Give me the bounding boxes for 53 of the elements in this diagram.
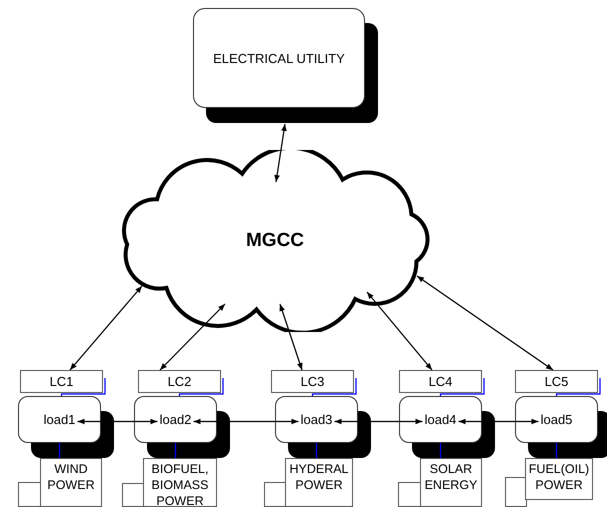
arrow: [279, 304, 303, 370]
node-label: LC1: [50, 374, 74, 389]
source-box: [420, 458, 482, 507]
node-label: load5: [540, 412, 572, 427]
node-label: SOLAR ENERGY: [424, 461, 478, 493]
connector-line: [556, 443, 558, 458]
connector-line: [440, 378, 485, 396]
arrow: [274, 124, 287, 182]
load-box: [399, 396, 482, 443]
node-label: LC4: [428, 374, 452, 389]
cloud-label: MGCC: [246, 230, 304, 252]
node-label: BIOFUEL, BIOMASS POWER: [150, 461, 210, 507]
arrow: [458, 418, 538, 424]
source-box: [525, 458, 593, 500]
connector-line: [316, 443, 318, 458]
node-label: LC2: [168, 374, 192, 389]
node-label: load4: [424, 412, 456, 427]
arrow: [334, 418, 422, 424]
connector-line: [440, 443, 442, 458]
node-label: HYDERAL POWER: [288, 461, 350, 493]
load-box: [134, 396, 217, 443]
load-box: [515, 396, 598, 443]
controller-box: [271, 370, 354, 393]
node-label: WIND POWER: [46, 461, 96, 493]
load-box: [18, 396, 101, 443]
arrow: [416, 276, 554, 370]
source-box: [143, 458, 217, 507]
node-label: load2: [160, 412, 192, 427]
arrow: [160, 304, 226, 370]
connector-line: [178, 378, 224, 396]
connector-line: [312, 378, 357, 396]
node-label: LC5: [544, 374, 568, 389]
node-label: LC3: [300, 374, 324, 389]
connector-line: [174, 443, 176, 458]
controller-box: [20, 370, 103, 393]
load-box: [275, 396, 358, 443]
source-box: [40, 458, 102, 507]
arrow: [78, 418, 158, 424]
node-label: load3: [300, 412, 332, 427]
controller-box: [399, 370, 482, 393]
node-label: FUEL(OIL) POWER: [528, 461, 590, 493]
arrow: [194, 418, 298, 424]
controller-box: [138, 370, 221, 393]
connector-line: [60, 378, 106, 396]
connector-line: [556, 378, 601, 396]
arrow: [366, 292, 432, 370]
controller-box: [515, 370, 598, 393]
connector-line: [58, 443, 60, 458]
utility-box: [193, 8, 365, 108]
node-label: ELECTRICAL UTILITY: [213, 51, 345, 66]
node-label: load1: [44, 412, 76, 427]
arrow: [70, 286, 142, 370]
source-box: [285, 458, 353, 507]
